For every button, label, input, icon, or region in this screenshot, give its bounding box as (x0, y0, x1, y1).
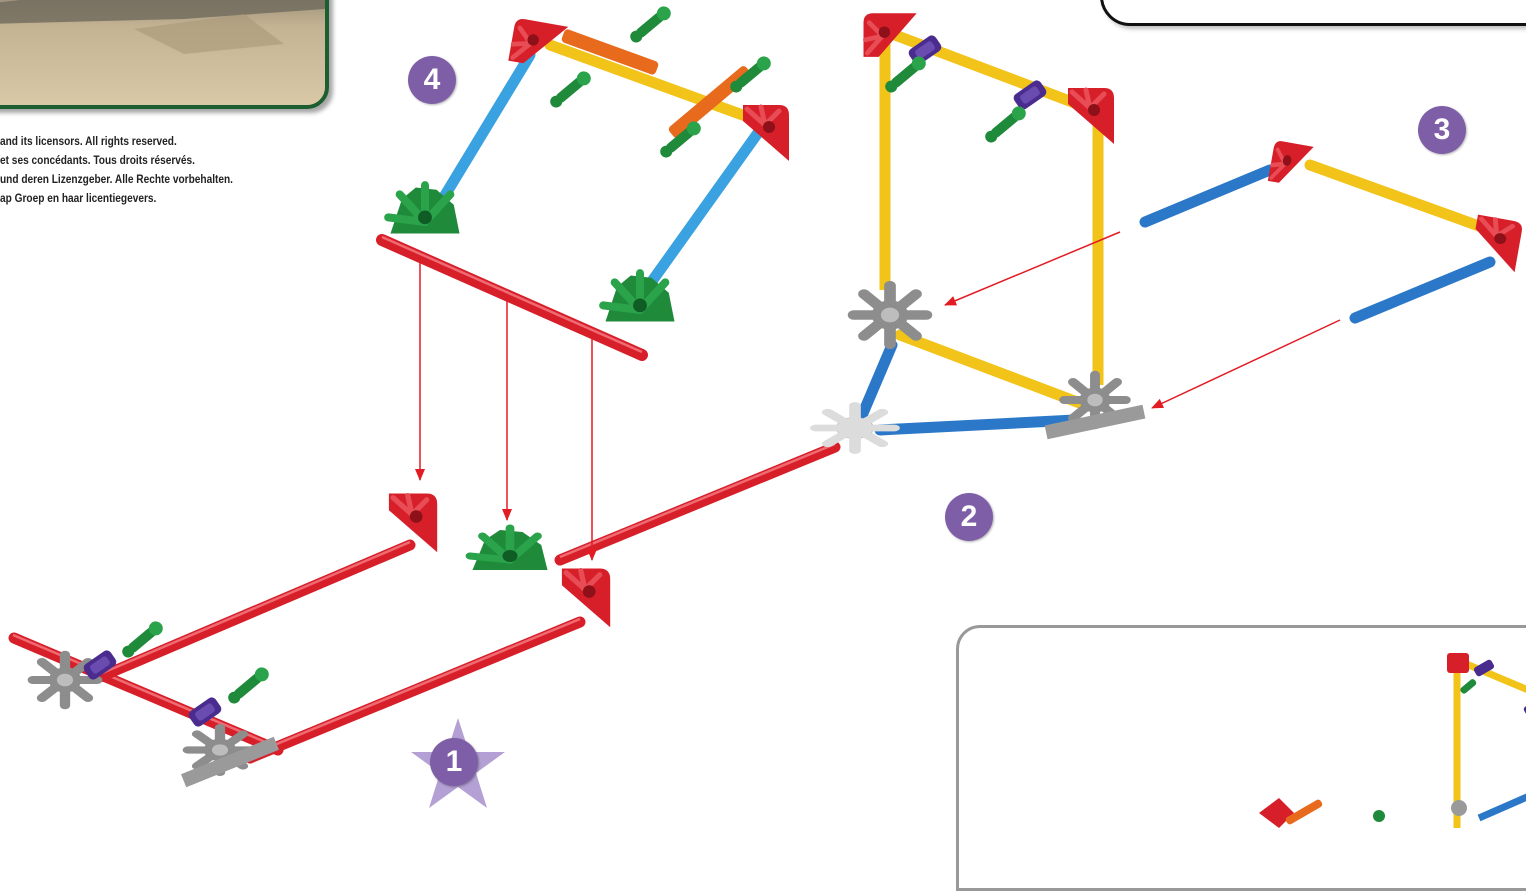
arrow-3-to-2-bottom (1152, 320, 1340, 408)
green-pin-4 (982, 104, 1029, 146)
green-pin-5 (627, 4, 674, 46)
inset-frame (956, 625, 1526, 891)
gray-hub-left (33, 655, 97, 705)
red-corner-top-right (1068, 88, 1114, 144)
step-badge-2: 2 (945, 493, 993, 541)
step-badge-4: 4 (408, 56, 456, 104)
red-corner-2 (562, 569, 610, 628)
green-hub-step4-left (388, 185, 459, 233)
green-hub-step1 (470, 528, 548, 570)
green-pin-6 (547, 69, 594, 111)
step-badge-3: 3 (1418, 106, 1466, 154)
green-pin-2 (225, 665, 272, 707)
gray-hub-upper (854, 286, 927, 345)
white-hub (816, 406, 894, 451)
step-2-assembly (816, 13, 1145, 450)
step-3-assembly (1145, 140, 1523, 318)
step-badge-1: 1 (430, 738, 478, 786)
inset-preview (959, 628, 1526, 888)
step-4-assembly (382, 4, 789, 355)
green-hub-step4-right (603, 273, 674, 321)
